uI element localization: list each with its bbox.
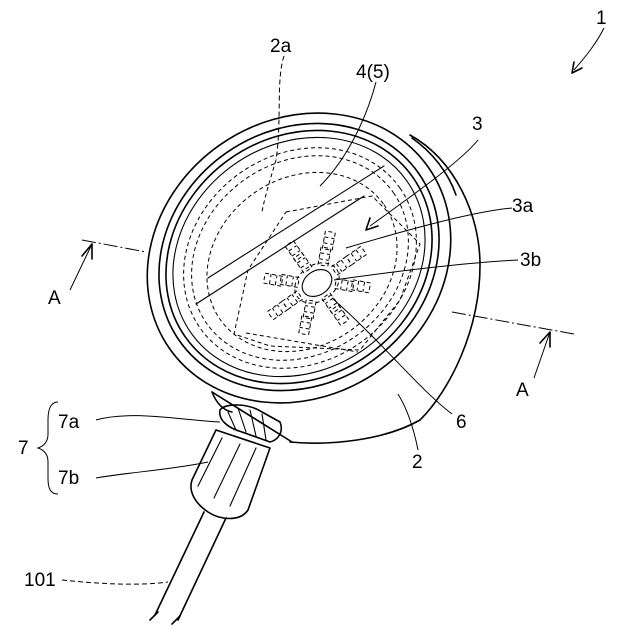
- label-7: 7: [18, 438, 29, 459]
- led-block: [346, 246, 366, 265]
- led-cell-divider: [334, 310, 342, 316]
- led-cell-divider: [300, 327, 310, 329]
- led-cell-divider: [286, 275, 288, 285]
- led-block: [282, 291, 302, 310]
- label-101: 101: [24, 570, 56, 591]
- led-cell-divider: [277, 305, 283, 313]
- label-section-a-right: A: [516, 380, 529, 401]
- led-cell-divider: [324, 237, 334, 239]
- led-cell-divider: [363, 282, 365, 292]
- label-3a: 3a: [512, 196, 534, 217]
- label-6: 6: [456, 412, 467, 433]
- led-cell-divider: [357, 281, 359, 291]
- label-3: 3: [472, 114, 483, 135]
- label-1: 1: [596, 8, 607, 29]
- led-block: [331, 257, 351, 276]
- led-cell-divider: [341, 280, 343, 290]
- led-cell-divider: [297, 257, 305, 263]
- led-block: [294, 253, 313, 273]
- led-cell-divider: [269, 274, 271, 284]
- led-cell-divider: [329, 303, 337, 309]
- led-cell-divider: [346, 281, 348, 291]
- cable-101: [150, 512, 226, 624]
- leader-lines: [38, 28, 604, 584]
- label-2: 2: [412, 452, 423, 473]
- led-cell-divider: [304, 311, 314, 313]
- led-block: [330, 305, 349, 325]
- led-cell-divider: [275, 275, 277, 285]
- led-cell-divider: [320, 253, 330, 255]
- led-cell-divider: [323, 243, 333, 245]
- led-cell-divider: [292, 250, 300, 256]
- led-cell-divider: [337, 315, 345, 321]
- led-cell-divider: [341, 260, 347, 268]
- led-cell-divider: [351, 253, 357, 261]
- label-section-a-left: A: [48, 288, 61, 309]
- led-cell-divider: [319, 259, 329, 261]
- led-cell-divider: [301, 321, 311, 323]
- label-7b: 7b: [58, 468, 79, 489]
- label-7a: 7a: [58, 412, 80, 433]
- led-cell-divider: [289, 245, 297, 251]
- reference-labels: 1 2a 4(5) 3 3a 3b 6 2 7 7a 7b 101 A A: [18, 8, 607, 591]
- label-3b: 3b: [520, 250, 541, 271]
- led-cell-divider: [356, 250, 362, 258]
- label-4-5: 4(5): [356, 62, 390, 83]
- led-block: [285, 241, 304, 261]
- led-cell-divider: [292, 294, 298, 302]
- led-cell-divider: [305, 306, 315, 308]
- led-cell-divider: [272, 308, 278, 316]
- label-2a: 2a: [270, 36, 292, 57]
- section-plane: [196, 166, 384, 304]
- connector-7b: [191, 430, 270, 519]
- led-cell-divider: [292, 276, 294, 286]
- led-cell-divider: [287, 298, 293, 306]
- led-block: [267, 301, 287, 320]
